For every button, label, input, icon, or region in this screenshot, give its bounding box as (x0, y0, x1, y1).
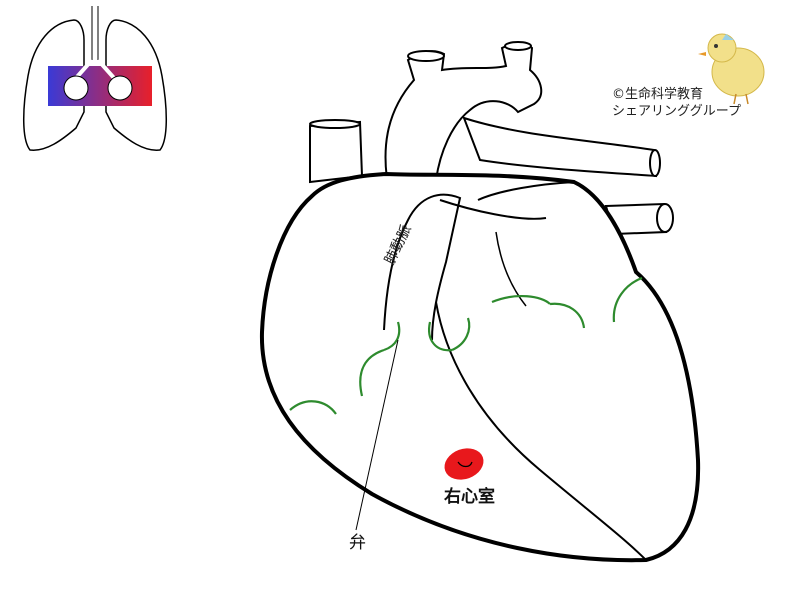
lungs-icon (22, 6, 168, 151)
credit-line-1: ©生命科学教育 (612, 87, 704, 102)
right-ventricle-label: 右心室 (444, 487, 495, 507)
copyright-credit: ©生命科学教育 シェアリンググループ (612, 86, 741, 120)
valve-leader-line (355, 339, 399, 531)
chick-mascot-icon (698, 33, 765, 105)
credit-line-2: シェアリンググループ (612, 104, 741, 119)
valve-label: 弁 (349, 533, 366, 553)
valve-curves (289, 276, 643, 415)
red-blood-cell-icon (444, 448, 484, 480)
great-vessels (309, 41, 674, 236)
